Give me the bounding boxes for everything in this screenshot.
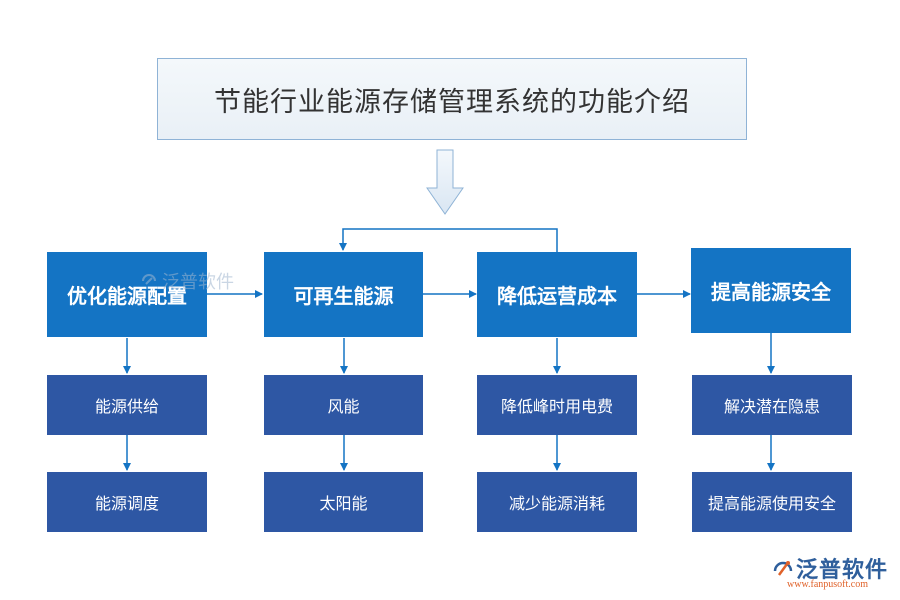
brand-name: 泛普软件 — [796, 558, 889, 583]
sub-label-3-1: 降低峰时用电费 — [500, 397, 613, 416]
brand-logo: 泛普软件 — [770, 552, 888, 584]
sub-box-4-2: 提高能源使用安全 — [692, 472, 852, 532]
sub-label-3-2: 减少能源消耗 — [508, 494, 605, 513]
sub-box-1-1: 能源供给 — [47, 375, 207, 435]
sub-box-3-2: 减少能源消耗 — [477, 472, 637, 532]
sub-label-4-2: 提高能源使用安全 — [707, 494, 836, 513]
sub-label-1-2: 能源调度 — [94, 494, 159, 513]
brand-url: www.fanpusoft.com — [787, 579, 869, 590]
loop-connector — [339, 228, 558, 252]
title-box: 节能行业能源存储管理系统的功能介绍 — [157, 58, 747, 140]
brand-logo-icon — [773, 561, 793, 576]
diagram-title: 节能行业能源存储管理系统的功能介绍 — [214, 86, 690, 118]
sub-box-1-2: 能源调度 — [47, 472, 207, 532]
head-label-1: 优化能源配置 — [67, 284, 187, 308]
sub-box-2-1: 风能 — [264, 375, 423, 435]
sub-box-2-2: 太阳能 — [264, 472, 423, 532]
head-label-2: 可再生能源 — [293, 284, 394, 308]
title-down-arrow — [426, 149, 464, 215]
sub-label-2-1: 风能 — [327, 397, 360, 416]
head-box-1: 优化能源配置 — [47, 252, 207, 337]
sub-box-3-1: 降低峰时用电费 — [477, 375, 637, 435]
sub-label-4-1: 解决潜在隐患 — [723, 397, 820, 416]
watermark-text: 泛普软件 — [162, 272, 234, 293]
head-box-2: 可再生能源 — [264, 252, 423, 337]
sub-label-2-2: 太阳能 — [319, 494, 368, 513]
sub-box-4-1: 解决潜在隐患 — [692, 375, 852, 435]
watermark: 泛普软件 — [140, 268, 234, 294]
watermark-logo-icon — [142, 274, 156, 285]
head-box-3: 降低运营成本 — [477, 252, 637, 337]
head-label-3: 降低运营成本 — [497, 284, 617, 308]
sub-label-1-1: 能源供给 — [94, 397, 159, 416]
head-label-4: 提高能源安全 — [711, 280, 831, 304]
head-box-4: 提高能源安全 — [691, 248, 851, 333]
